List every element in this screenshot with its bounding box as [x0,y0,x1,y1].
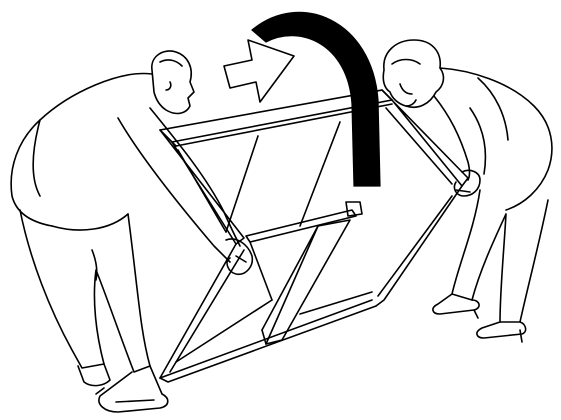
woman-shoe-right [477,322,526,338]
cabinet-divider-panel [266,220,350,344]
woman-trousers [452,190,548,322]
man-shoe-right [99,366,168,412]
person-right-woman [383,40,552,342]
woman-torso [440,68,552,210]
cabinet-front-right-edge [376,186,462,306]
woman-arm [434,96,470,180]
man-torso [11,74,152,226]
cabinet-front-left-edge [160,244,236,378]
arrow-head [224,40,294,102]
man-trousers [20,210,150,372]
rotation-arrow [224,12,380,186]
curved-arrow-band [252,12,380,186]
